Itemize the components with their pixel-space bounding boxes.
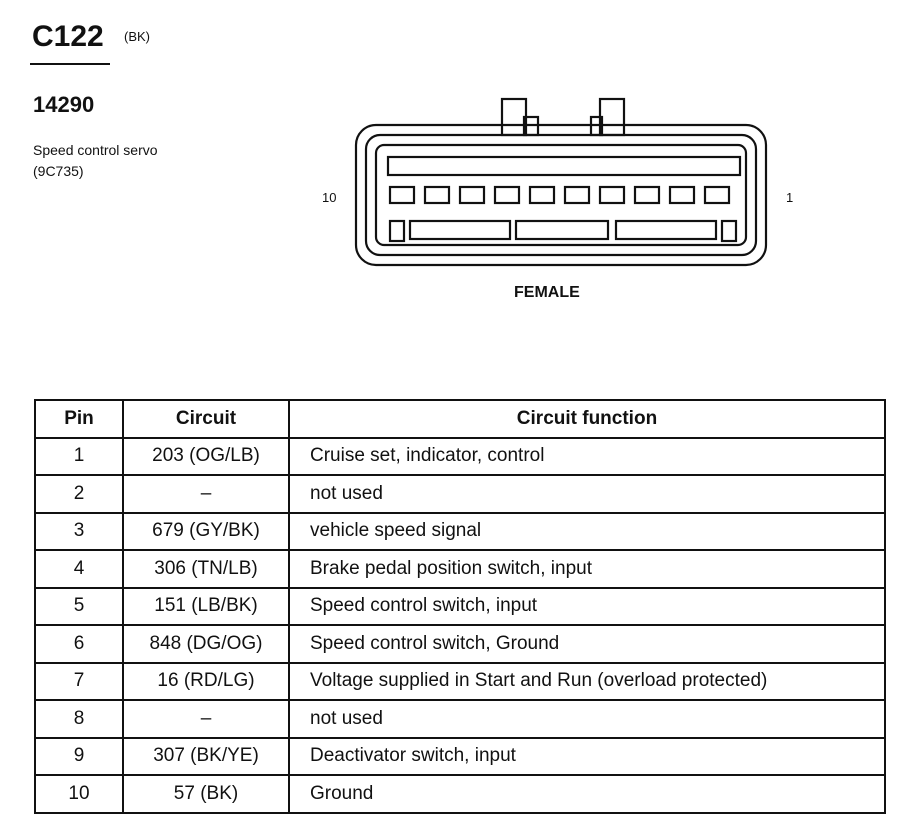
pin-cell: 1 (34, 436, 124, 476)
pin-cell: 2 (34, 474, 124, 514)
table-row: 4 306 (TN/LB) Brake pedal position switc… (34, 549, 886, 589)
circuit-cell: 151 (LB/BK) (122, 586, 290, 626)
table-row: 1 203 (OG/LB) Cruise set, indicator, con… (34, 436, 886, 476)
column-header-function: Circuit function (288, 399, 886, 439)
table-row: 7 16 (RD/LG) Voltage supplied in Start a… (34, 661, 886, 701)
circuit-cell: 16 (RD/LG) (122, 661, 290, 701)
function-cell: Deactivator switch, input (288, 736, 886, 776)
pin-cavity-7 (493, 185, 521, 205)
connector-key-slot (386, 155, 742, 177)
table-row: 10 57 (BK) Ground (34, 774, 886, 814)
pin-cavity-6 (528, 185, 556, 205)
pin-cell: 9 (34, 736, 124, 776)
connector-bottom-slot-2 (514, 219, 610, 241)
function-cell: not used (288, 474, 886, 514)
pin-label-right: 1 (786, 190, 794, 205)
function-cell: vehicle speed signal (288, 511, 886, 551)
circuit-cell: 679 (GY/BK) (122, 511, 290, 551)
connector-id: C122 (32, 20, 104, 53)
pinout-table: Pin Circuit Circuit function 1 203 (OG/L… (34, 399, 886, 814)
pin-cavity-8 (458, 185, 486, 205)
pin-cell: 4 (34, 549, 124, 589)
circuit-cell: 306 (TN/LB) (122, 549, 290, 589)
circuit-cell: 848 (DG/OG) (122, 624, 290, 664)
pin-cell: 7 (34, 661, 124, 701)
connector-latch-left (500, 97, 528, 137)
circuit-cell: 307 (BK/YE) (122, 736, 290, 776)
part-number: 14290 (33, 92, 95, 117)
connector-face-diagram (354, 97, 768, 267)
pin-cavity-10 (388, 185, 416, 205)
pin-label-left: 10 (322, 190, 337, 205)
component-part-code: (9C735) (33, 163, 84, 179)
table-row: 3 679 (GY/BK) vehicle speed signal (34, 511, 886, 551)
column-header-pin: Pin (34, 399, 124, 439)
circuit-cell: 203 (OG/LB) (122, 436, 290, 476)
component-description: Speed control servo (33, 142, 158, 158)
table-header-row: Pin Circuit Circuit function (34, 399, 886, 439)
circuit-cell: 57 (BK) (122, 774, 290, 814)
connector-bottom-slot-3 (614, 219, 718, 241)
function-cell: Ground (288, 774, 886, 814)
pin-cavity-4 (598, 185, 626, 205)
pin-cavity-9 (423, 185, 451, 205)
function-cell: Speed control switch, Ground (288, 624, 886, 664)
function-cell: Cruise set, indicator, control (288, 436, 886, 476)
pin-cavity-5 (563, 185, 591, 205)
function-cell: Brake pedal position switch, input (288, 549, 886, 589)
function-cell: Speed control switch, input (288, 586, 886, 626)
table-row: 8 – not used (34, 699, 886, 739)
connector-id-underline (30, 63, 110, 65)
table-row: 2 – not used (34, 474, 886, 514)
pin-cavity-1 (703, 185, 731, 205)
pin-cell: 5 (34, 586, 124, 626)
pin-cavity-3 (633, 185, 661, 205)
table-row: 6 848 (DG/OG) Speed control switch, Grou… (34, 624, 886, 664)
pin-cavity-2 (668, 185, 696, 205)
pin-cell: 8 (34, 699, 124, 739)
connector-shell-outer (354, 123, 768, 267)
connector-latch-right (598, 97, 626, 137)
connector-bottom-tab-left (388, 219, 406, 243)
table-row: 5 151 (LB/BK) Speed control switch, inpu… (34, 586, 886, 626)
column-header-circuit: Circuit (122, 399, 290, 439)
connector-bottom-tab-right (720, 219, 738, 243)
function-cell: Voltage supplied in Start and Run (overl… (288, 661, 886, 701)
pin-cell: 6 (34, 624, 124, 664)
connector-gender-label: FEMALE (514, 284, 580, 301)
circuit-cell: – (122, 474, 290, 514)
connector-shell-inner (364, 133, 758, 257)
table-row: 9 307 (BK/YE) Deactivator switch, input (34, 736, 886, 776)
connector-color-code: (BK) (124, 29, 150, 44)
function-cell: not used (288, 699, 886, 739)
connector-bottom-slot-1 (408, 219, 512, 241)
connector-shell-core (374, 143, 748, 247)
pin-cell: 3 (34, 511, 124, 551)
pin-cell: 10 (34, 774, 124, 814)
circuit-cell: – (122, 699, 290, 739)
